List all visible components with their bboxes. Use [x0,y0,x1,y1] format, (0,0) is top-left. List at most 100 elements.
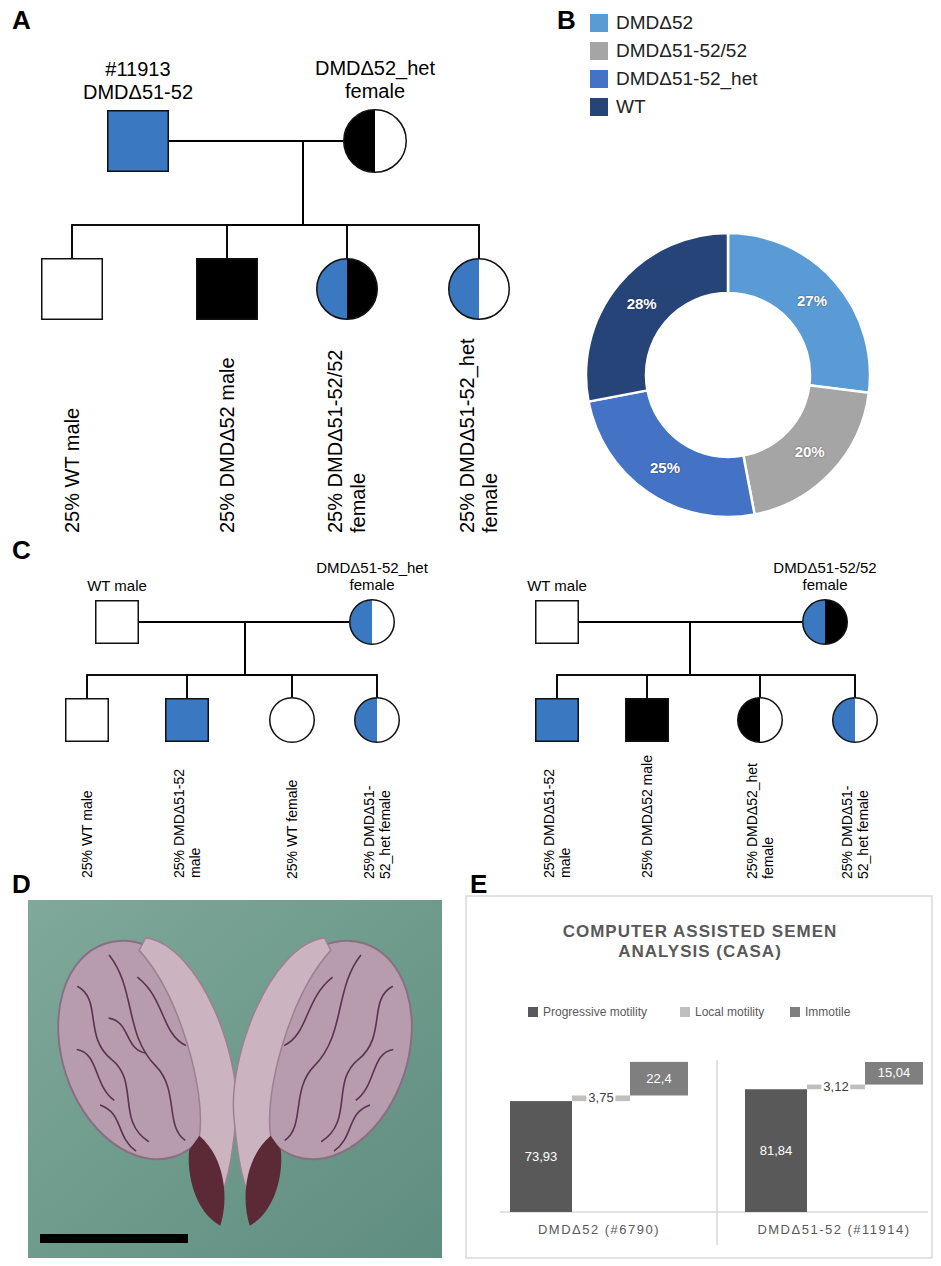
donut-segment [728,233,870,393]
value-label: 3,75 [586,1091,615,1106]
value-label: 15,04 [878,1066,911,1081]
waterfall-bar [865,1062,923,1085]
symbol-shape [165,698,209,742]
symbol-shape [41,258,103,320]
testis-photo [28,900,442,1258]
parent-label: WT male [62,577,172,594]
symbol-shape [832,697,878,743]
percent-label: 27% [797,292,827,309]
value-label: 73,93 [525,1149,558,1164]
genotype-label: 25% DMDΔ52 male [639,750,655,878]
value-label: 81,84 [760,1143,793,1158]
percent-label: 20% [795,443,825,460]
chart-frame [466,896,932,1258]
genotype-label: 25% DMDΔ51-52_het female [361,751,393,879]
genotype-label: 25% WT female [284,751,300,879]
pedigree-line [647,622,802,698]
pedigree-line [139,622,292,697]
chart-title: COMPUTER ASSISTED SEMEN ANALYSIS (CASA) [535,922,865,961]
symbol-shape [196,258,258,320]
legend-item: Progressive motility [528,1005,647,1019]
legend-swatch [590,98,608,116]
pedigree-line [303,141,347,258]
panel-letter: A [12,6,31,36]
genotype-label: 25% DMDΔ52 male [216,328,239,533]
panel-letter: D [12,870,31,900]
testis-right [190,917,439,1256]
waterfall-bar [630,1062,688,1096]
pedigree-line [169,141,347,258]
pedigree-square: 25% DMDΔ51-52 male [535,698,579,742]
waterfall-bar [510,1101,572,1212]
legend-swatch [528,1007,538,1017]
donut-segment [743,385,869,514]
value-label: 22,4 [646,1071,671,1086]
scale-bar [40,1234,188,1243]
value-label: 3,12 [821,1079,850,1094]
axis-label: DMDΔ52 (#6790) [538,1223,660,1238]
pedigree-square: 25% DMDΔ52 male [625,698,669,742]
legend-swatch [790,1007,800,1017]
genotype-label: 25% DMDΔ51-52_het female [456,328,502,533]
group-divider [716,1060,718,1245]
panel-letter: E [470,870,487,900]
legend-swatch [590,14,608,32]
percent-label: 25% [650,459,680,476]
pedigree-square: 25% WT male [41,258,103,320]
panel-letter: C [12,536,31,566]
legend-item: WT [590,96,646,118]
symbol-shape [316,258,378,320]
legend-item: DMDΔ51-52_het [590,68,758,90]
parent-label: DMDΔ52_het female [310,57,440,103]
axis-label: DMDΔ51-52 (#11914) [757,1223,910,1238]
pedigree-circle: 25% DMDΔ51-52_het female [354,697,400,743]
pedigree-circle: 25% DMDΔ51-52/52 female [316,258,378,320]
genotype-label: 25% WT male [61,328,84,533]
pedigree-line [245,622,349,697]
pedigree-line [557,622,802,698]
pedigree-circle: DMDΔ51-52/52 female [802,599,848,645]
legend-item: Immotile [790,1005,850,1019]
pedigree-line [169,141,303,258]
legend-swatch [590,42,608,60]
pedigree-line [690,622,802,697]
genotype-label: 25% DMDΔ51-52/52 female [324,328,370,533]
symbol-shape [107,110,169,172]
symbol-shape [535,698,579,742]
pedigree-circle: 25% DMDΔ51-52_het female [832,697,878,743]
genotype-label: 25% DMDΔ51-52_het female [839,751,871,879]
legend-text: WT [616,96,646,118]
genotype-label: 25% WT male [79,750,95,878]
symbol-shape [802,599,848,645]
legend-text: DMDΔ52 [616,12,693,34]
waterfall-bar [745,1089,807,1212]
symbol-shape [269,697,315,743]
pedigree-square: WT male [95,600,139,644]
legend-text: Local motility [695,1005,764,1019]
pedigree-line [579,622,690,698]
panel-letter: B [557,6,576,36]
pedigree-square: 25% DMDΔ51-52 male [165,698,209,742]
pedigree-square: #11913 DMDΔ51-52 [107,110,169,172]
pedigree-line [72,141,303,258]
pedigree-square: 25% WT male [65,698,109,742]
donut-segment [589,390,755,517]
legend-text: DMDΔ51-52/52 [616,40,747,62]
legend-text: DMDΔ51-52_het [616,68,758,90]
parent-label: #11913 DMDΔ51-52 [78,58,198,104]
symbol-shape [448,258,510,320]
legend-item: Local motility [680,1005,764,1019]
pedigree-circle: 25% WT female [269,697,315,743]
pedigree-line [169,141,479,258]
pedigree-circle: 25% DMDΔ51-52_het female [448,258,510,320]
parent-label: DMDΔ51-52/52 female [760,559,890,594]
genotype-label: 25% DMDΔ51-52 male [541,750,573,878]
legend-item: DMDΔ52 [590,12,693,34]
donut-segment [586,233,728,402]
pedigree-line [187,622,349,698]
legend-swatch [590,70,608,88]
symbol-shape [354,697,400,743]
donut-chart [586,233,870,517]
parent-label: WT male [502,577,612,594]
